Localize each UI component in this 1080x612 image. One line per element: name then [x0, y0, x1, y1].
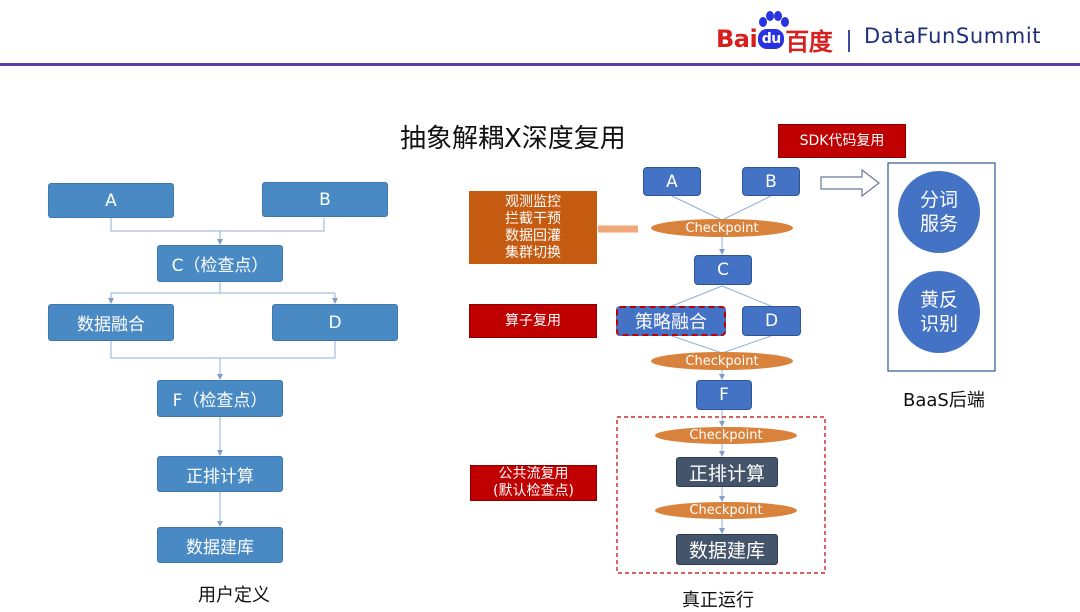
observe-line-2: 拦截干预: [505, 210, 561, 227]
left-node-build: 数据建库: [157, 527, 283, 563]
checkpoint-3: Checkpoint: [655, 427, 797, 444]
right-node-d: D: [742, 306, 801, 336]
tokenize-line-2: 服务: [919, 213, 958, 235]
left-node-fusion: 数据融合: [48, 304, 174, 341]
left-node-c: C（检查点）: [157, 245, 283, 282]
checkpoint-2: Checkpoint: [651, 352, 793, 370]
left-node-f: F（检查点）: [157, 380, 283, 417]
detect-line-1: 黄反: [919, 289, 958, 311]
checkpoint-4: Checkpoint: [655, 502, 797, 519]
detect-line-2: 识别: [919, 313, 958, 335]
baidu-logo-chinese: 百度: [785, 27, 833, 56]
baidu-logo: Bai du 百度: [716, 22, 833, 56]
right-node-c: C: [694, 255, 752, 285]
logo-divider: [848, 30, 850, 52]
left-node-d: D: [272, 304, 398, 341]
tokenize-line-1: 分词: [919, 189, 958, 211]
right-node-a: A: [643, 167, 701, 196]
right-caption: 真正运行: [682, 590, 754, 611]
porn-politics-detect-node: 黄反 识别: [898, 271, 980, 353]
slide-title: 抽象解耦X深度复用: [400, 124, 626, 154]
observe-line-1: 观测监控: [505, 193, 561, 210]
checkpoint-1: Checkpoint: [651, 219, 793, 237]
right-node-strategy: 策略融合: [616, 306, 726, 336]
sdk-reuse-label: SDK代码复用: [778, 124, 906, 158]
observe-line-3: 数据回灌: [505, 227, 561, 244]
tokenize-service-node: 分词 服务: [898, 171, 980, 253]
baidu-paw-icon: [759, 11, 789, 27]
right-node-rank: 正排计算: [676, 457, 778, 487]
baidu-logo-du: du: [758, 29, 785, 49]
public-stream-line-2: (默认检查点): [493, 483, 574, 499]
observe-line-4: 集群切换: [505, 244, 561, 261]
public-stream-line-1: 公共流复用: [498, 466, 569, 482]
left-caption: 用户定义: [198, 585, 270, 606]
header-rule: [0, 63, 1080, 66]
right-node-f: F: [696, 380, 752, 410]
baas-caption: BaaS后端: [903, 390, 985, 411]
operator-reuse-label: 算子复用: [469, 304, 597, 338]
datafun-logo: DataFunSummit: [864, 24, 1042, 48]
baidu-logo-bai: Bai: [716, 25, 758, 53]
public-stream-label: 公共流复用 (默认检查点): [470, 465, 597, 501]
right-node-build: 数据建库: [676, 534, 778, 565]
right-node-b: B: [742, 167, 800, 196]
left-node-rank: 正排计算: [157, 456, 283, 492]
left-node-a: A: [48, 183, 174, 218]
left-node-b: B: [262, 182, 388, 217]
observe-control-label: 观测监控 拦截干预 数据回灌 集群切换: [469, 191, 597, 264]
